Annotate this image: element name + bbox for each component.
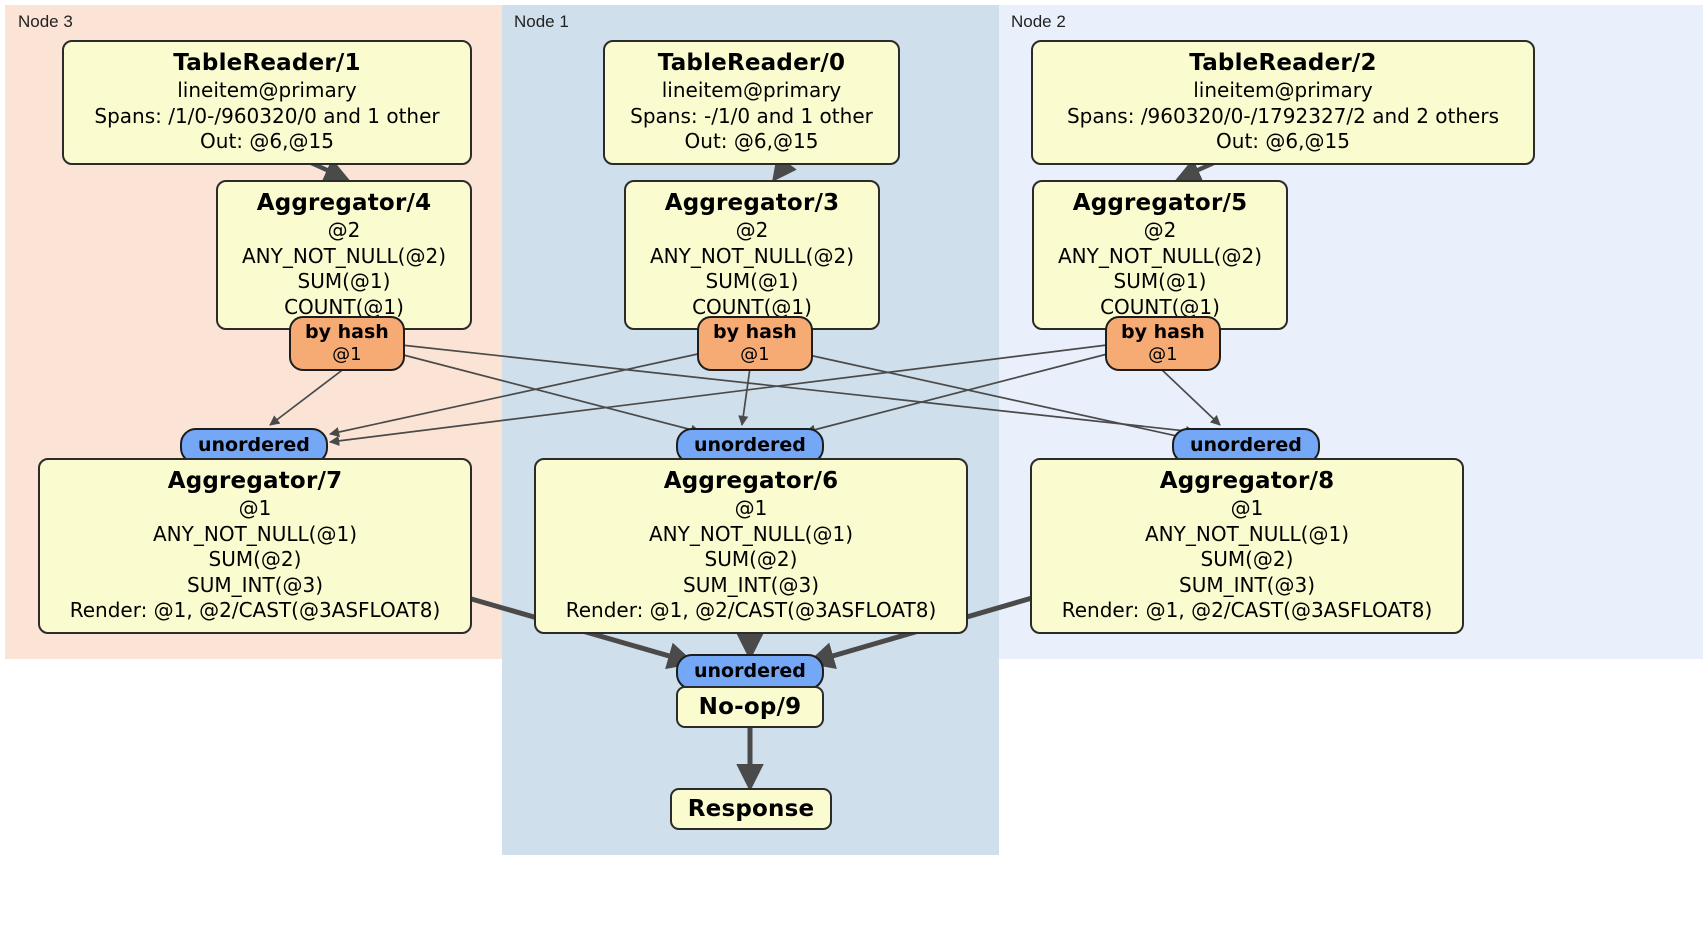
processor-line: lineitem@primary bbox=[1193, 78, 1373, 102]
processor-line: SUM_INT(@3) bbox=[1179, 572, 1315, 597]
router-by-hash-left[interactable]: by hash @1 bbox=[289, 316, 405, 371]
processor-aggregator-8[interactable]: Aggregator/8 @1 ANY_NOT_NULL(@1) SUM(@2)… bbox=[1030, 458, 1464, 634]
processor-line: SUM(@1) bbox=[297, 269, 391, 293]
processor-line: COUNT(@1) bbox=[692, 294, 812, 319]
processor-line: ANY_NOT_NULL(@1) bbox=[649, 521, 853, 546]
processor-line: ANY_NOT_NULL(@1) bbox=[153, 521, 357, 546]
processor-line: lineitem@primary bbox=[661, 78, 842, 102]
processor-line: Render: @1, @2/CAST(@3ASFLOAT8) bbox=[69, 598, 441, 622]
processor-line: Render: @1, @2/CAST(@3ASFLOAT8) bbox=[565, 598, 937, 622]
processor-line: SUM(@1) bbox=[705, 269, 799, 293]
synchronizer-label: unordered bbox=[694, 434, 806, 456]
processor-title: No-op/9 bbox=[698, 694, 802, 720]
processor-aggregator-3[interactable]: Aggregator/3 @2 ANY_NOT_NULL(@2) SUM(@1)… bbox=[624, 180, 880, 330]
processor-line: Render: @1, @2/CAST(@3ASFLOAT8) bbox=[1061, 598, 1433, 622]
processor-line: Spans: /960320/0-/1792327/2 and 2 others bbox=[1066, 103, 1499, 128]
processor-line: ANY_NOT_NULL(@2) bbox=[242, 243, 446, 268]
processor-line: @1 bbox=[238, 496, 272, 520]
router-by-hash-center[interactable]: by hash @1 bbox=[697, 316, 813, 371]
router-column: @1 bbox=[740, 344, 770, 365]
router-label: by hash bbox=[305, 321, 389, 343]
synchronizer-label: unordered bbox=[1190, 434, 1302, 456]
processor-title: Aggregator/7 bbox=[167, 468, 343, 494]
processor-line: SUM(@1) bbox=[1113, 269, 1207, 293]
synchronizer-label: unordered bbox=[694, 660, 806, 682]
processor-title: Aggregator/3 bbox=[664, 190, 840, 216]
router-by-hash-right[interactable]: by hash @1 bbox=[1105, 316, 1221, 371]
router-label: by hash bbox=[713, 321, 797, 343]
router-label: by hash bbox=[1121, 321, 1205, 343]
processor-line: SUM_INT(@3) bbox=[683, 572, 819, 597]
processor-aggregator-5[interactable]: Aggregator/5 @2 ANY_NOT_NULL(@2) SUM(@1)… bbox=[1032, 180, 1288, 330]
router-column: @1 bbox=[332, 344, 362, 365]
processor-title: TableReader/1 bbox=[173, 50, 361, 76]
processor-line: COUNT(@1) bbox=[284, 294, 404, 319]
processor-aggregator-4[interactable]: Aggregator/4 @2 ANY_NOT_NULL(@2) SUM(@1)… bbox=[216, 180, 472, 330]
processor-title: TableReader/0 bbox=[657, 50, 846, 76]
processor-title: Aggregator/4 bbox=[256, 190, 432, 216]
processor-table-reader-0[interactable]: TableReader/0 lineitem@primary Spans: -/… bbox=[603, 40, 900, 165]
processor-line: SUM(@2) bbox=[704, 547, 798, 571]
processor-line: SUM_INT(@3) bbox=[187, 572, 323, 597]
processor-line: ANY_NOT_NULL(@2) bbox=[650, 243, 854, 268]
processor-line: @2 bbox=[735, 218, 769, 242]
processor-line: Out: @6,@15 bbox=[1216, 129, 1350, 153]
processor-line: @1 bbox=[1230, 496, 1264, 520]
node-label-node3: Node 3 bbox=[18, 12, 73, 31]
synchronizer-label: unordered bbox=[198, 434, 310, 456]
processor-title: Aggregator/5 bbox=[1072, 190, 1248, 216]
processor-response[interactable]: Response bbox=[670, 788, 832, 830]
processor-line: Spans: -/1/0 and 1 other bbox=[630, 103, 873, 128]
processor-line: SUM(@2) bbox=[1200, 547, 1294, 571]
node-label-node2: Node 2 bbox=[1011, 12, 1066, 31]
processor-line: @2 bbox=[327, 218, 361, 242]
processor-table-reader-2[interactable]: TableReader/2 lineitem@primary Spans: /9… bbox=[1031, 40, 1535, 165]
processor-title: TableReader/2 bbox=[1189, 50, 1377, 76]
processor-aggregator-7[interactable]: Aggregator/7 @1 ANY_NOT_NULL(@1) SUM(@2)… bbox=[38, 458, 472, 634]
processor-line: Out: @6,@15 bbox=[200, 129, 334, 153]
processor-line: ANY_NOT_NULL(@2) bbox=[1058, 243, 1262, 268]
processor-line: lineitem@primary bbox=[177, 78, 357, 102]
processor-title: Response bbox=[687, 796, 815, 822]
router-column: @1 bbox=[1148, 344, 1178, 365]
processor-line: Out: @6,@15 bbox=[684, 129, 819, 153]
processor-line: @1 bbox=[734, 496, 768, 520]
processor-line: Spans: /1/0-/960320/0 and 1 other bbox=[94, 103, 440, 128]
processor-no-op-9[interactable]: No-op/9 bbox=[676, 686, 824, 728]
processor-table-reader-1[interactable]: TableReader/1 lineitem@primary Spans: /1… bbox=[62, 40, 472, 165]
processor-title: Aggregator/6 bbox=[663, 468, 839, 494]
node-label-node1: Node 1 bbox=[514, 12, 569, 31]
processor-title: Aggregator/8 bbox=[1159, 468, 1335, 494]
processor-line: SUM(@2) bbox=[208, 547, 302, 571]
processor-aggregator-6[interactable]: Aggregator/6 @1 ANY_NOT_NULL(@1) SUM(@2)… bbox=[534, 458, 968, 634]
processor-line: @2 bbox=[1143, 218, 1177, 242]
processor-line: ANY_NOT_NULL(@1) bbox=[1145, 521, 1349, 546]
synchronizer-unordered-final[interactable]: unordered bbox=[676, 654, 824, 690]
processor-line: COUNT(@1) bbox=[1100, 294, 1220, 319]
